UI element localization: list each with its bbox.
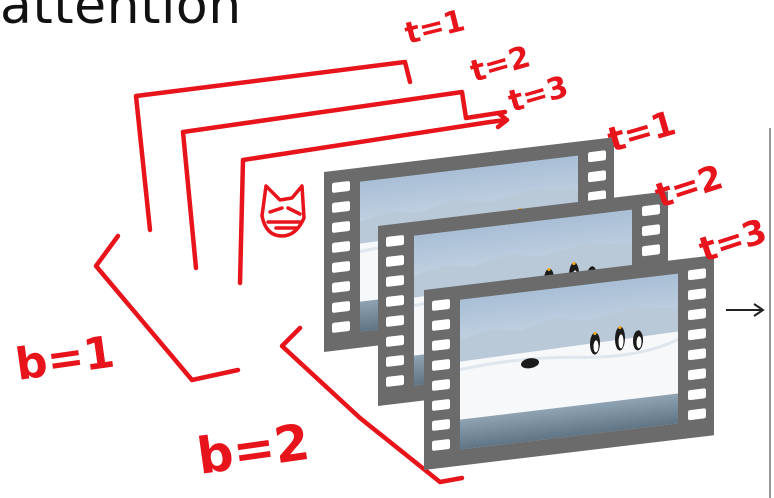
bracket-frame-1	[133, 59, 413, 233]
batch-brace-1	[93, 233, 241, 383]
batch-brace-2	[279, 325, 465, 485]
arrow-right-icon	[726, 303, 765, 317]
page-title: attention	[0, 0, 242, 36]
film-frame-3	[424, 255, 714, 470]
cat-doodle-icon	[260, 184, 306, 238]
label-t1-right: t=1	[603, 103, 680, 160]
label-t2-right: t=2	[650, 157, 727, 216]
bracket-frame-3	[237, 117, 509, 286]
label-batch-1: b=1	[12, 327, 117, 391]
arrow-head-t3	[495, 110, 510, 130]
label-t1-top: t=1	[401, 3, 468, 52]
bracket-frame-2	[180, 89, 508, 271]
label-batch-2: b=2	[194, 413, 313, 486]
label-t3-right: t=3	[694, 211, 771, 270]
